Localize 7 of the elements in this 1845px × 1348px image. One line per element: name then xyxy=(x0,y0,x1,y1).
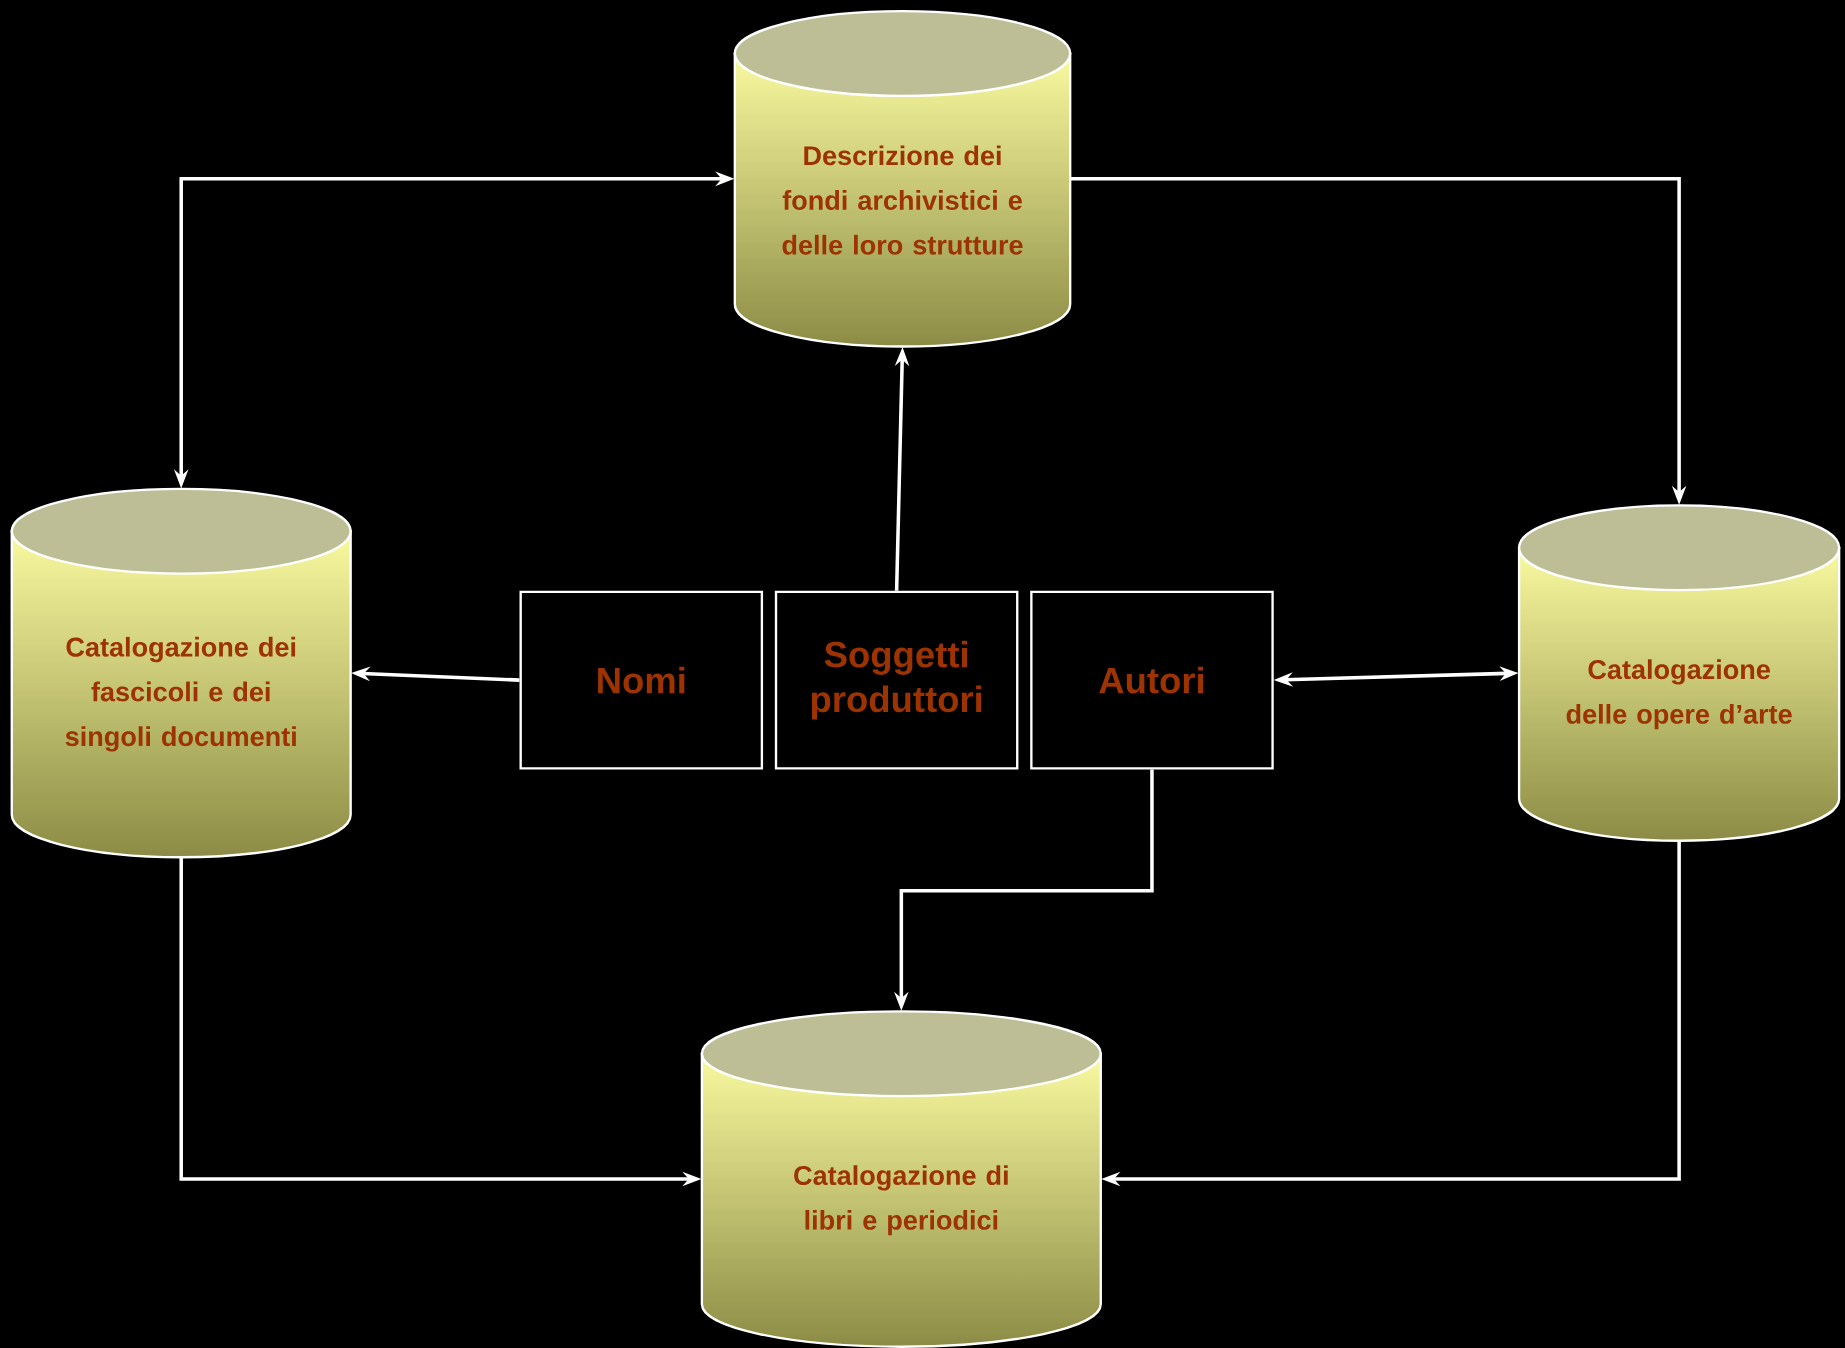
cylinder: Catalogazione delle opere d’arte xyxy=(1517,504,1841,842)
text-box: Soggetti produttori xyxy=(774,590,1019,770)
cylinder: Catalogazione di libri e periodici xyxy=(700,1009,1102,1348)
cylinder: Descrizione dei fondi archivistici e delle loro strutture xyxy=(733,9,1072,348)
text-box: Autori xyxy=(1030,590,1274,770)
text-box: Nomi xyxy=(519,590,764,770)
cylinder: Catalogazione dei fascicoli e dei singoli documenti xyxy=(10,487,352,859)
